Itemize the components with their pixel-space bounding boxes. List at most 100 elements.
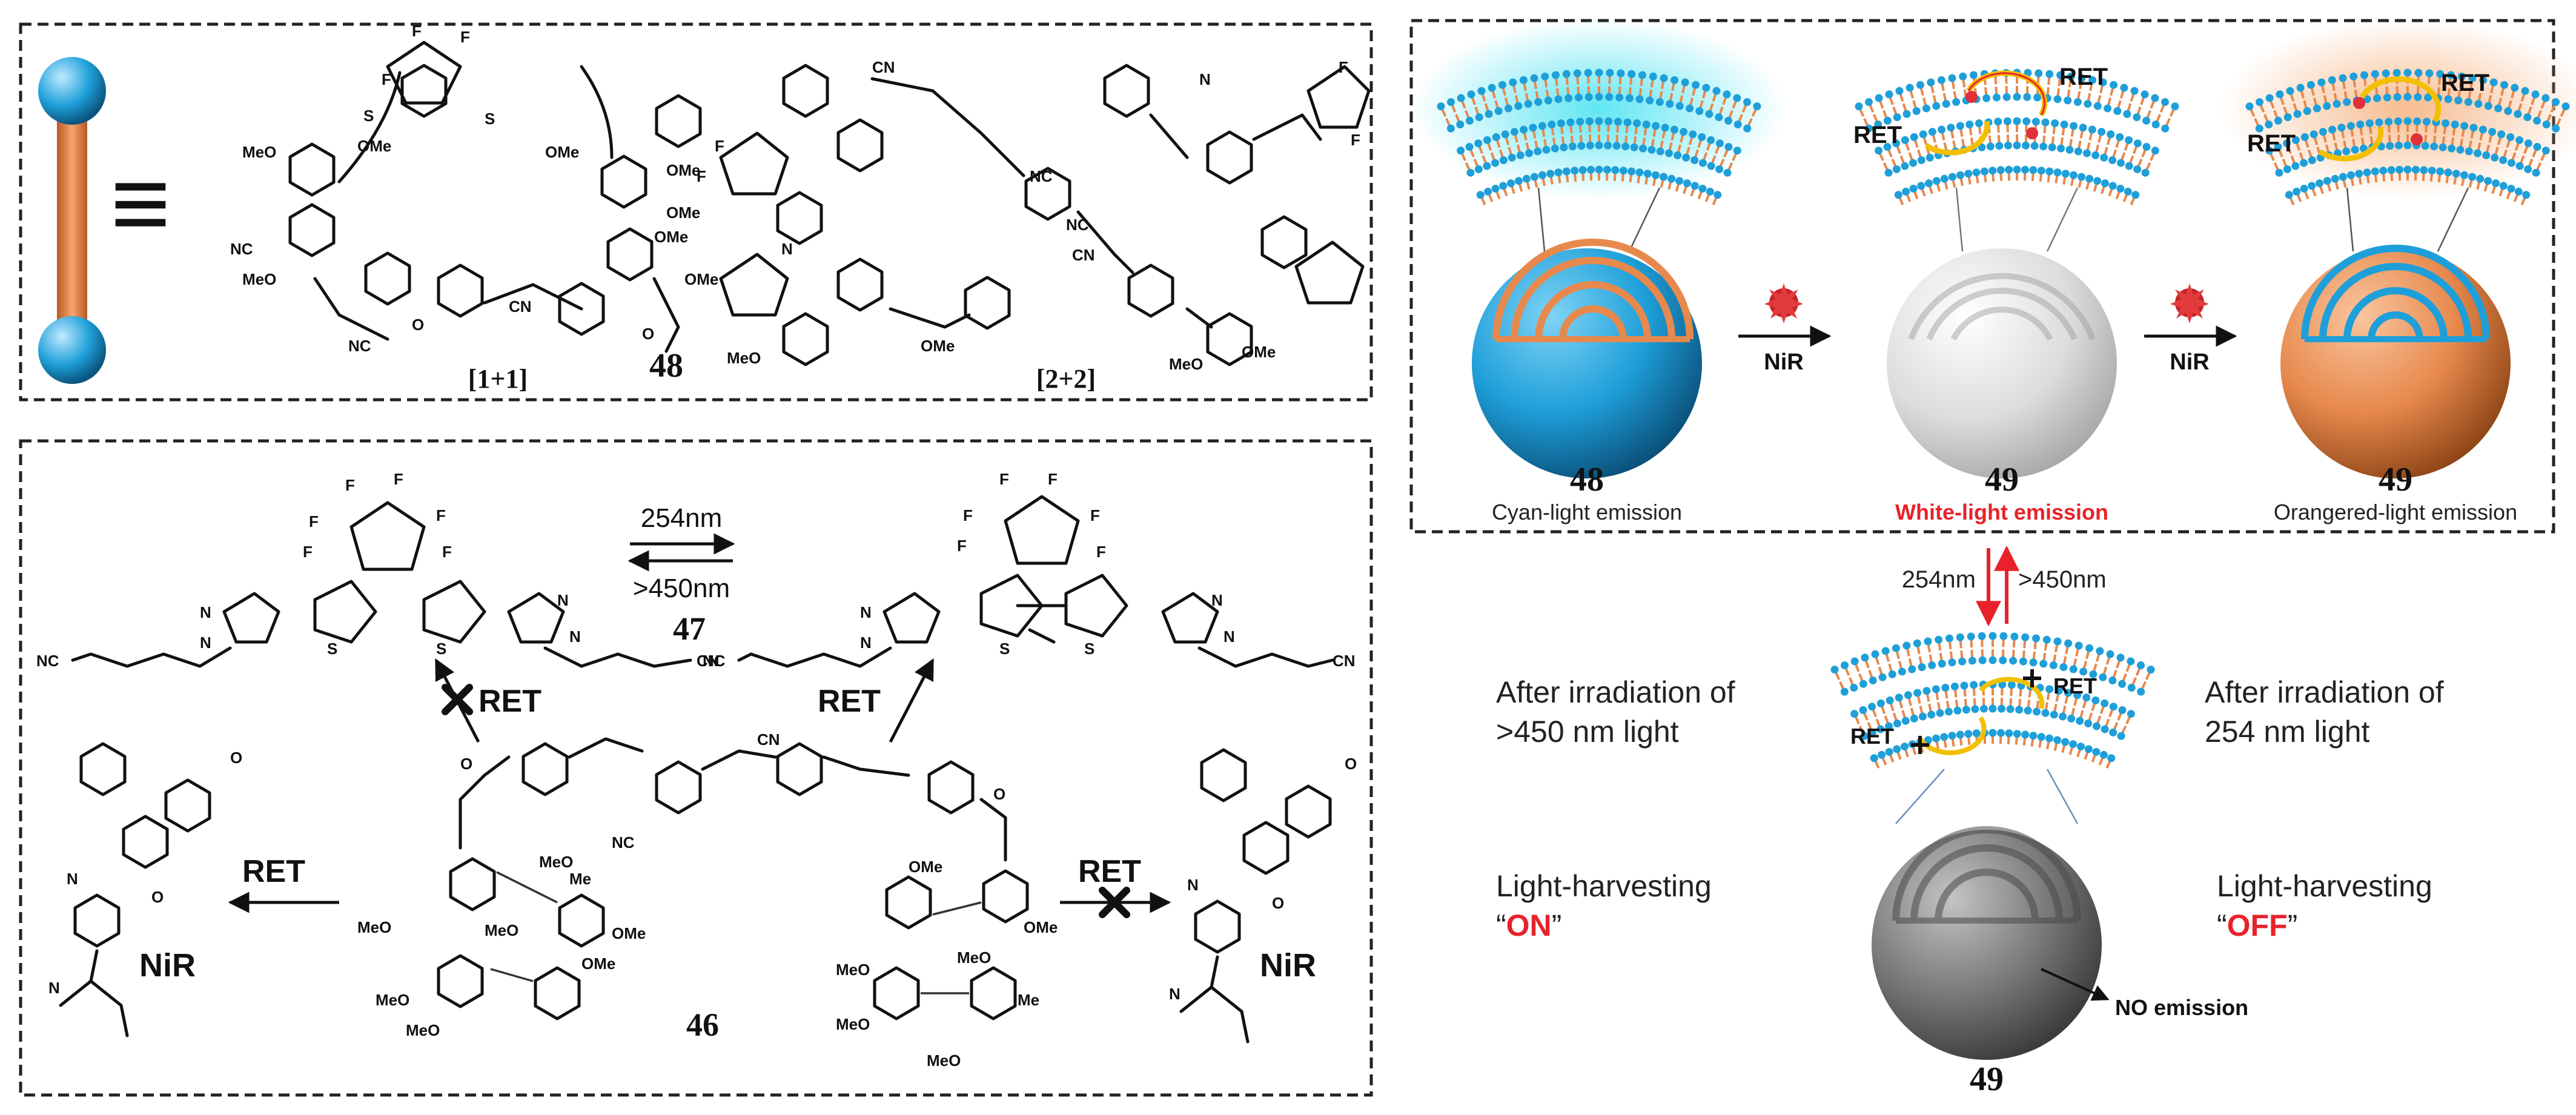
lipid-head xyxy=(2533,116,2541,125)
lipid-head xyxy=(1909,159,1918,167)
lipid-head xyxy=(1571,167,1579,175)
lipid-head xyxy=(1932,734,1941,743)
lipid-head xyxy=(1925,153,1934,162)
lipid-head xyxy=(1707,162,1715,170)
lipid-head xyxy=(2124,187,2132,196)
lipid-head xyxy=(1498,81,1506,89)
lipid-head xyxy=(2133,113,2141,122)
lipid-head xyxy=(1646,96,1654,105)
lipid-head xyxy=(1538,122,1546,130)
lipid-head xyxy=(1573,69,1581,78)
nir-right-label: NiR xyxy=(1260,947,1316,984)
lipid-head xyxy=(2442,119,2450,128)
lipid-head xyxy=(2436,167,2445,176)
svg-text:S: S xyxy=(485,110,495,128)
lipid-head xyxy=(1548,120,1556,128)
lipid-head xyxy=(1675,177,1684,185)
bilayer-shell-4 xyxy=(1830,632,2155,769)
lipid-head xyxy=(1928,128,1936,136)
lipid-head xyxy=(1940,733,1949,741)
lipid-head xyxy=(2464,98,2472,106)
lipid-head xyxy=(2315,179,2323,188)
lipid-head xyxy=(2265,121,2273,129)
lipid-head xyxy=(2347,171,2356,179)
lipid-head xyxy=(2073,691,2082,700)
svg-text:N: N xyxy=(1223,627,1235,646)
lipid-head xyxy=(1916,81,1924,89)
lipid-head xyxy=(1491,159,1500,167)
lipid-head xyxy=(1965,120,1974,128)
lipid-head xyxy=(1898,667,1906,676)
cyan-glow xyxy=(1411,18,1787,200)
lipid-head xyxy=(2045,734,2053,743)
lipid-head xyxy=(1883,116,1892,125)
svg-text:MeO: MeO xyxy=(485,921,518,939)
lipid-head xyxy=(1595,93,1603,101)
lipid-head xyxy=(2053,637,2062,646)
lipid-head xyxy=(2414,68,2423,77)
lipid-head xyxy=(2104,104,2112,113)
lipid-head xyxy=(2373,94,2382,102)
sphere-48-cyan xyxy=(1472,248,1702,478)
lipid-head xyxy=(1576,117,1584,126)
lipid-head xyxy=(2291,162,2300,170)
lipid-head xyxy=(2151,94,2159,102)
lipid-head xyxy=(1675,102,1684,110)
panel-c: 48 Cyan-light emission NiR 49 White-ligh… xyxy=(1409,18,2576,534)
lipid-head xyxy=(1698,159,1707,167)
lipid-head xyxy=(1698,133,1706,141)
dumbbell-icon xyxy=(38,57,106,384)
lipid-head xyxy=(1670,76,1679,84)
lipid-head xyxy=(2394,117,2402,125)
lipid-head xyxy=(2403,93,2412,101)
svg-text:O: O xyxy=(993,785,1005,803)
svg-text:O: O xyxy=(460,755,472,773)
lipid-head xyxy=(1948,74,1956,82)
lipid-head xyxy=(1982,94,1991,102)
lipid-head xyxy=(2093,177,2102,185)
dte-closed-structure: F F F F F F S S N N N N NC CN xyxy=(703,470,1356,670)
lipid-head xyxy=(2108,677,2117,685)
lipid-head xyxy=(2379,167,2388,175)
lipid-head xyxy=(1619,167,1627,175)
lipid-head xyxy=(2328,76,2336,84)
lipid-head xyxy=(2469,124,2478,132)
lipid-head xyxy=(1924,736,1932,744)
left-state-line2: “ON” xyxy=(1496,908,1561,942)
lipid-head xyxy=(2319,128,2327,136)
lipid-head xyxy=(2133,165,2142,173)
lipid-head xyxy=(2108,156,2117,164)
lipid-head xyxy=(1525,149,1533,157)
svg-text:MeO: MeO xyxy=(357,918,391,936)
lipid-head xyxy=(1723,168,1732,177)
svg-text:OMe: OMe xyxy=(545,143,579,161)
lipid-head xyxy=(2057,144,2065,153)
lipid-head xyxy=(1922,104,1930,113)
lipid-head xyxy=(1953,706,1962,715)
lipid-head xyxy=(2045,167,2054,176)
svg-text:O: O xyxy=(642,325,654,343)
lipid-head xyxy=(2285,191,2293,199)
lipid-head xyxy=(1972,729,1981,738)
lipid-head xyxy=(1919,130,1927,139)
lipid-head xyxy=(1633,119,1641,128)
lipid-head xyxy=(2382,69,2390,78)
sphere-48-layers xyxy=(1492,239,1694,342)
lipid-head xyxy=(1988,167,1997,175)
lipid-head xyxy=(1876,699,1885,707)
panel-a-border xyxy=(19,22,1373,402)
lipid-head xyxy=(2291,136,2300,144)
lipid-head xyxy=(2522,191,2531,199)
svg-text:F: F xyxy=(309,512,319,531)
svg-text:CN: CN xyxy=(1072,246,1095,264)
lipid-head xyxy=(1501,130,1509,139)
lipid-head xyxy=(2059,712,2067,721)
lipid-head xyxy=(2274,116,2282,125)
lipid-head xyxy=(2360,71,2368,79)
lipid-head xyxy=(2070,122,2078,130)
lipid-head xyxy=(1940,174,1949,183)
lipid-head xyxy=(1551,144,1559,153)
lipid-head xyxy=(1888,670,1896,678)
lipid-head xyxy=(1666,99,1674,108)
lipid-head xyxy=(1516,151,1525,159)
